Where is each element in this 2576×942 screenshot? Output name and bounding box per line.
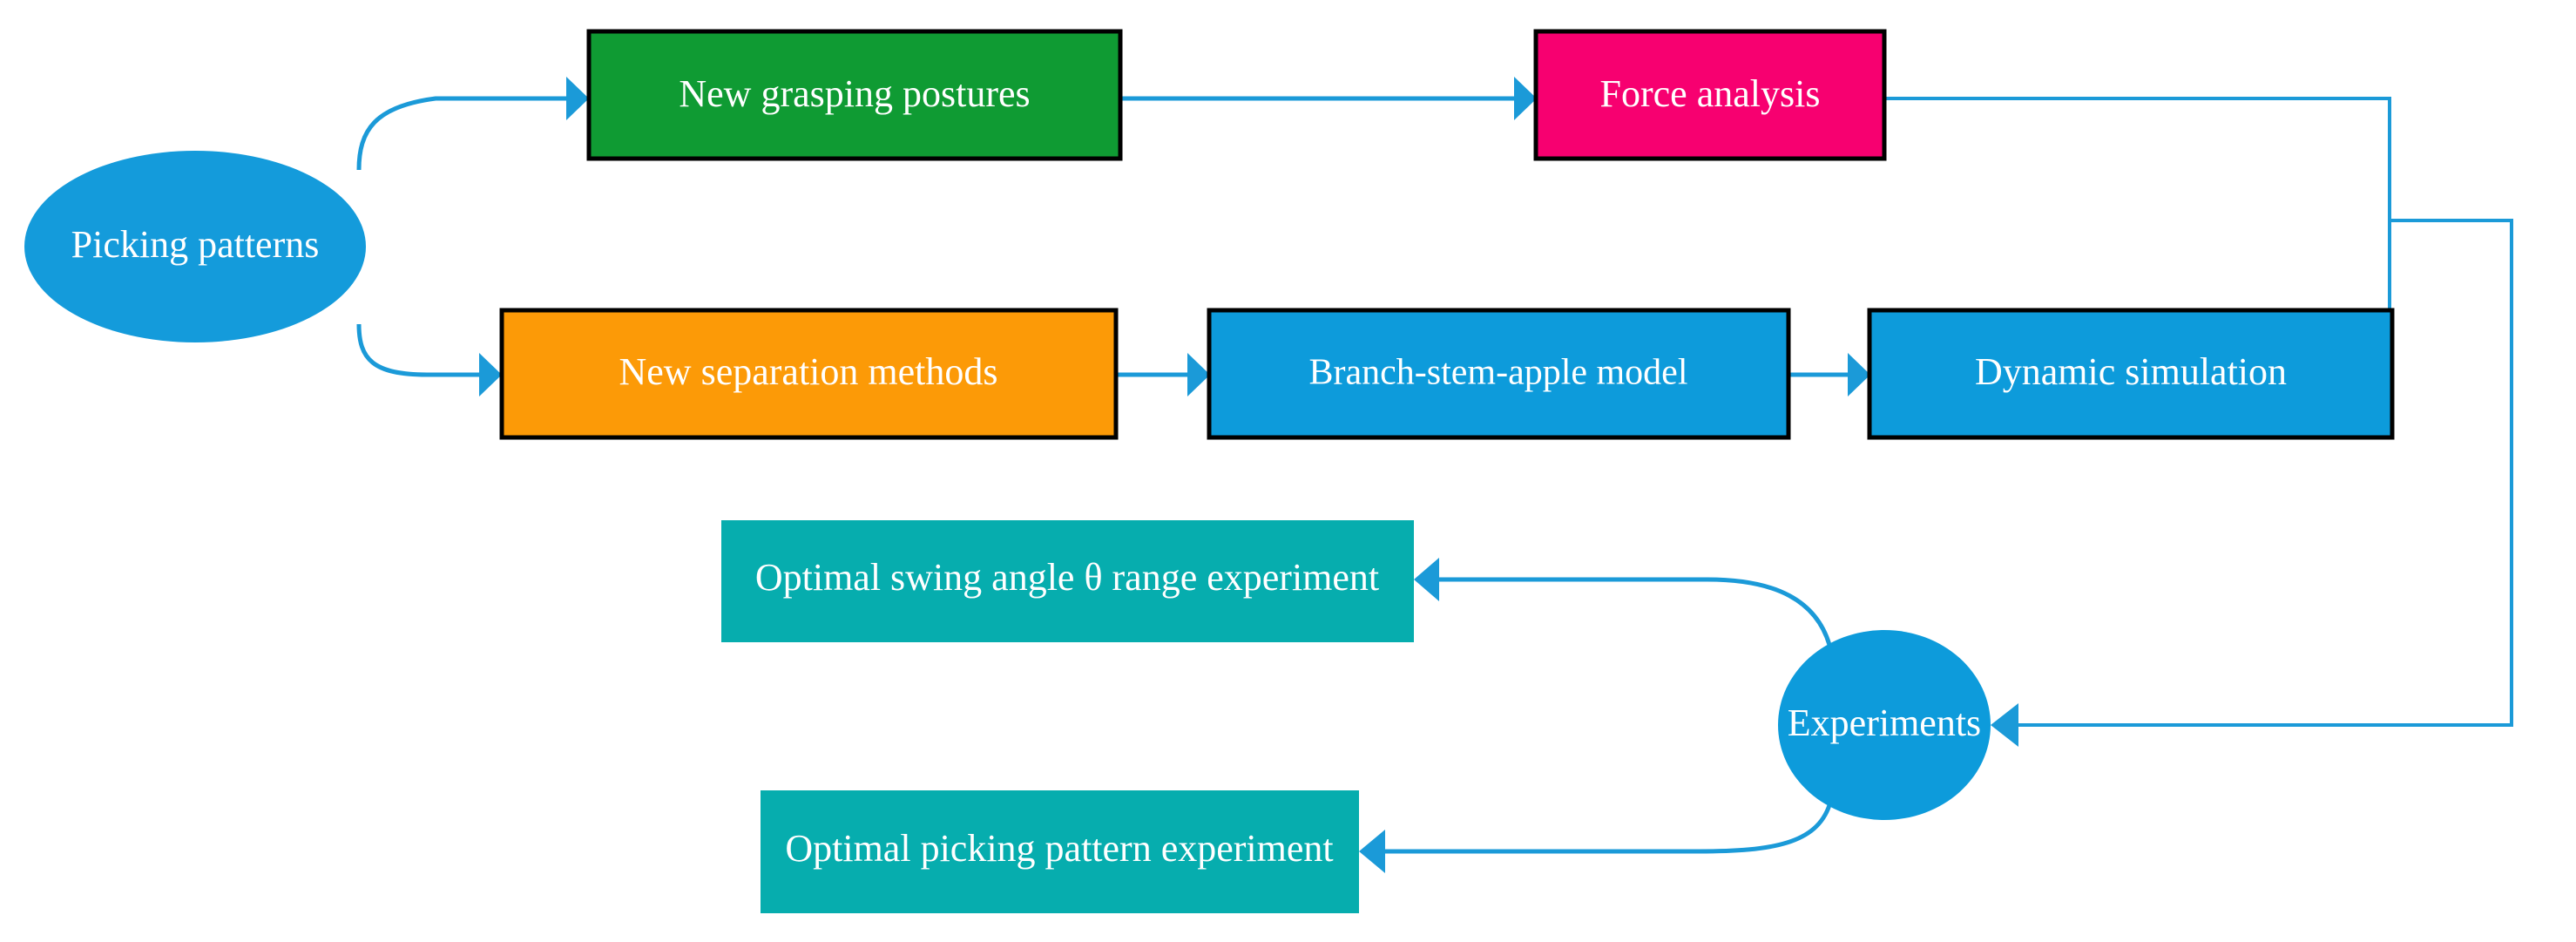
edge-picking-to-grasping [356, 77, 589, 171]
edge-separation-to-model [1116, 353, 1210, 396]
edge-model-to-dynamic [1788, 353, 1870, 396]
node-branch-stem-apple-model[interactable]: Branch-stem-apple model [1207, 308, 1791, 440]
node-optimal-swing-angle-experiment[interactable]: Optimal swing angle θ range experiment [721, 520, 1414, 642]
edge-picking-to-separation [356, 323, 502, 396]
branch-stem-apple-model-label: Branch-stem-apple model [1308, 353, 1687, 393]
optimal-swing-angle-experiment-shape[interactable] [721, 520, 1414, 642]
optimal-picking-pattern-experiment-label: Optimal picking pattern experiment [785, 827, 1333, 870]
edge-force-to-experiments [1884, 97, 2391, 220]
new-separation-methods-shape[interactable] [499, 308, 1119, 440]
picking-patterns-label: Picking patterns [71, 223, 320, 266]
new-grasping-postures-label: New grasping postures [679, 72, 1030, 115]
branch-stem-apple-model-shape[interactable] [1207, 308, 1791, 440]
dynamic-simulation-label: Dynamic simulation [1975, 350, 2287, 393]
node-experiments[interactable]: Experiments [1778, 630, 1991, 820]
edge-bus-to-experiments [1991, 219, 2513, 747]
arrow-head-icon [1359, 830, 1385, 873]
node-dynamic-simulation[interactable]: Dynamic simulation [1867, 308, 2395, 440]
edge-experiments-to-swing-angle-line [1437, 577, 1832, 646]
edge-picking-to-grasping-line [356, 96, 568, 171]
edge-picking-to-separation-line [356, 323, 481, 377]
experiments-label: Experiments [1788, 701, 1981, 744]
edge-force-to-bus-line [1884, 97, 2391, 220]
node-new-grasping-postures[interactable]: New grasping postures [586, 29, 1123, 161]
arrow-head-icon [1414, 558, 1439, 601]
optimal-picking-pattern-experiment-shape[interactable] [761, 790, 1359, 913]
node-picking-patterns[interactable]: Picking patterns [24, 151, 366, 342]
dynamic-simulation-shape[interactable] [1867, 308, 2395, 440]
arrow-head-icon [566, 77, 589, 120]
force-analysis-shape[interactable] [1533, 29, 1887, 161]
edge-experiments-to-picking-pattern [1359, 804, 1832, 873]
new-separation-methods-label: New separation methods [619, 350, 998, 393]
picking-patterns-shape[interactable] [24, 151, 366, 342]
force-analysis-label: Force analysis [1600, 72, 1821, 115]
node-force-analysis[interactable]: Force analysis [1533, 29, 1887, 161]
node-optimal-picking-pattern-experiment[interactable]: Optimal picking pattern experiment [761, 790, 1359, 913]
arrow-head-icon [1848, 353, 1870, 396]
new-grasping-postures-shape[interactable] [586, 29, 1123, 161]
edge-experiments-to-picking-pattern-line [1383, 804, 1832, 854]
edge-bus-to-experiments-line [2017, 219, 2513, 727]
arrow-head-icon [1187, 353, 1210, 396]
experiments-shape[interactable] [1778, 630, 1991, 820]
edge-experiments-to-swing-angle [1414, 558, 1832, 646]
optimal-swing-angle-experiment-label: Optimal swing angle θ range experiment [755, 556, 1379, 599]
arrow-head-icon [1514, 77, 1537, 120]
arrow-head-icon [479, 353, 502, 396]
edge-grasping-to-force [1120, 77, 1537, 120]
arrow-head-icon [1991, 703, 2018, 747]
node-new-separation-methods[interactable]: New separation methods [499, 308, 1119, 440]
